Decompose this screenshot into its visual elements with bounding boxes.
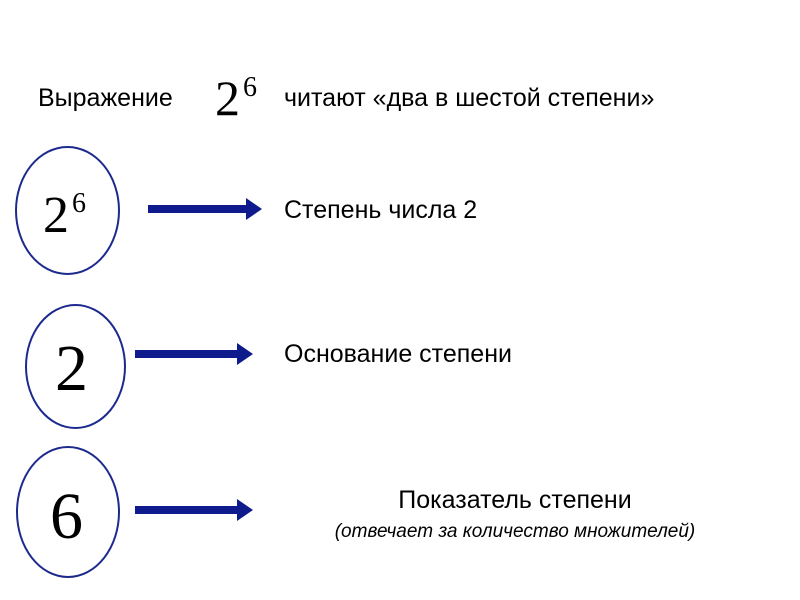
circle-power-exponent: 6	[72, 188, 86, 219]
label-exponent-note: (отвечает за количество множителей)	[334, 521, 696, 542]
header-prefix: Выражение	[38, 84, 173, 112]
label-exponent: Показатель степени	[398, 486, 632, 514]
arrow-right-icon-1	[148, 198, 262, 220]
header-power-exponent: 6	[243, 72, 257, 103]
arrow-right-icon-3	[135, 499, 253, 521]
label-base: Основание степени	[284, 340, 512, 368]
circle-base	[25, 304, 126, 429]
circle-power-base: 2	[43, 187, 69, 244]
header-power-base: 2	[215, 70, 240, 126]
circle-base-digit: 2	[55, 332, 88, 405]
circle-exponent	[16, 446, 120, 578]
circle-exponent-digit: 6	[50, 480, 83, 553]
label-power-of-number: Степень числа 2	[284, 196, 478, 224]
arrow-right-icon-2	[135, 343, 253, 365]
circle-power	[15, 146, 120, 275]
header-suffix: читают «два в шестой степени»	[284, 84, 655, 112]
